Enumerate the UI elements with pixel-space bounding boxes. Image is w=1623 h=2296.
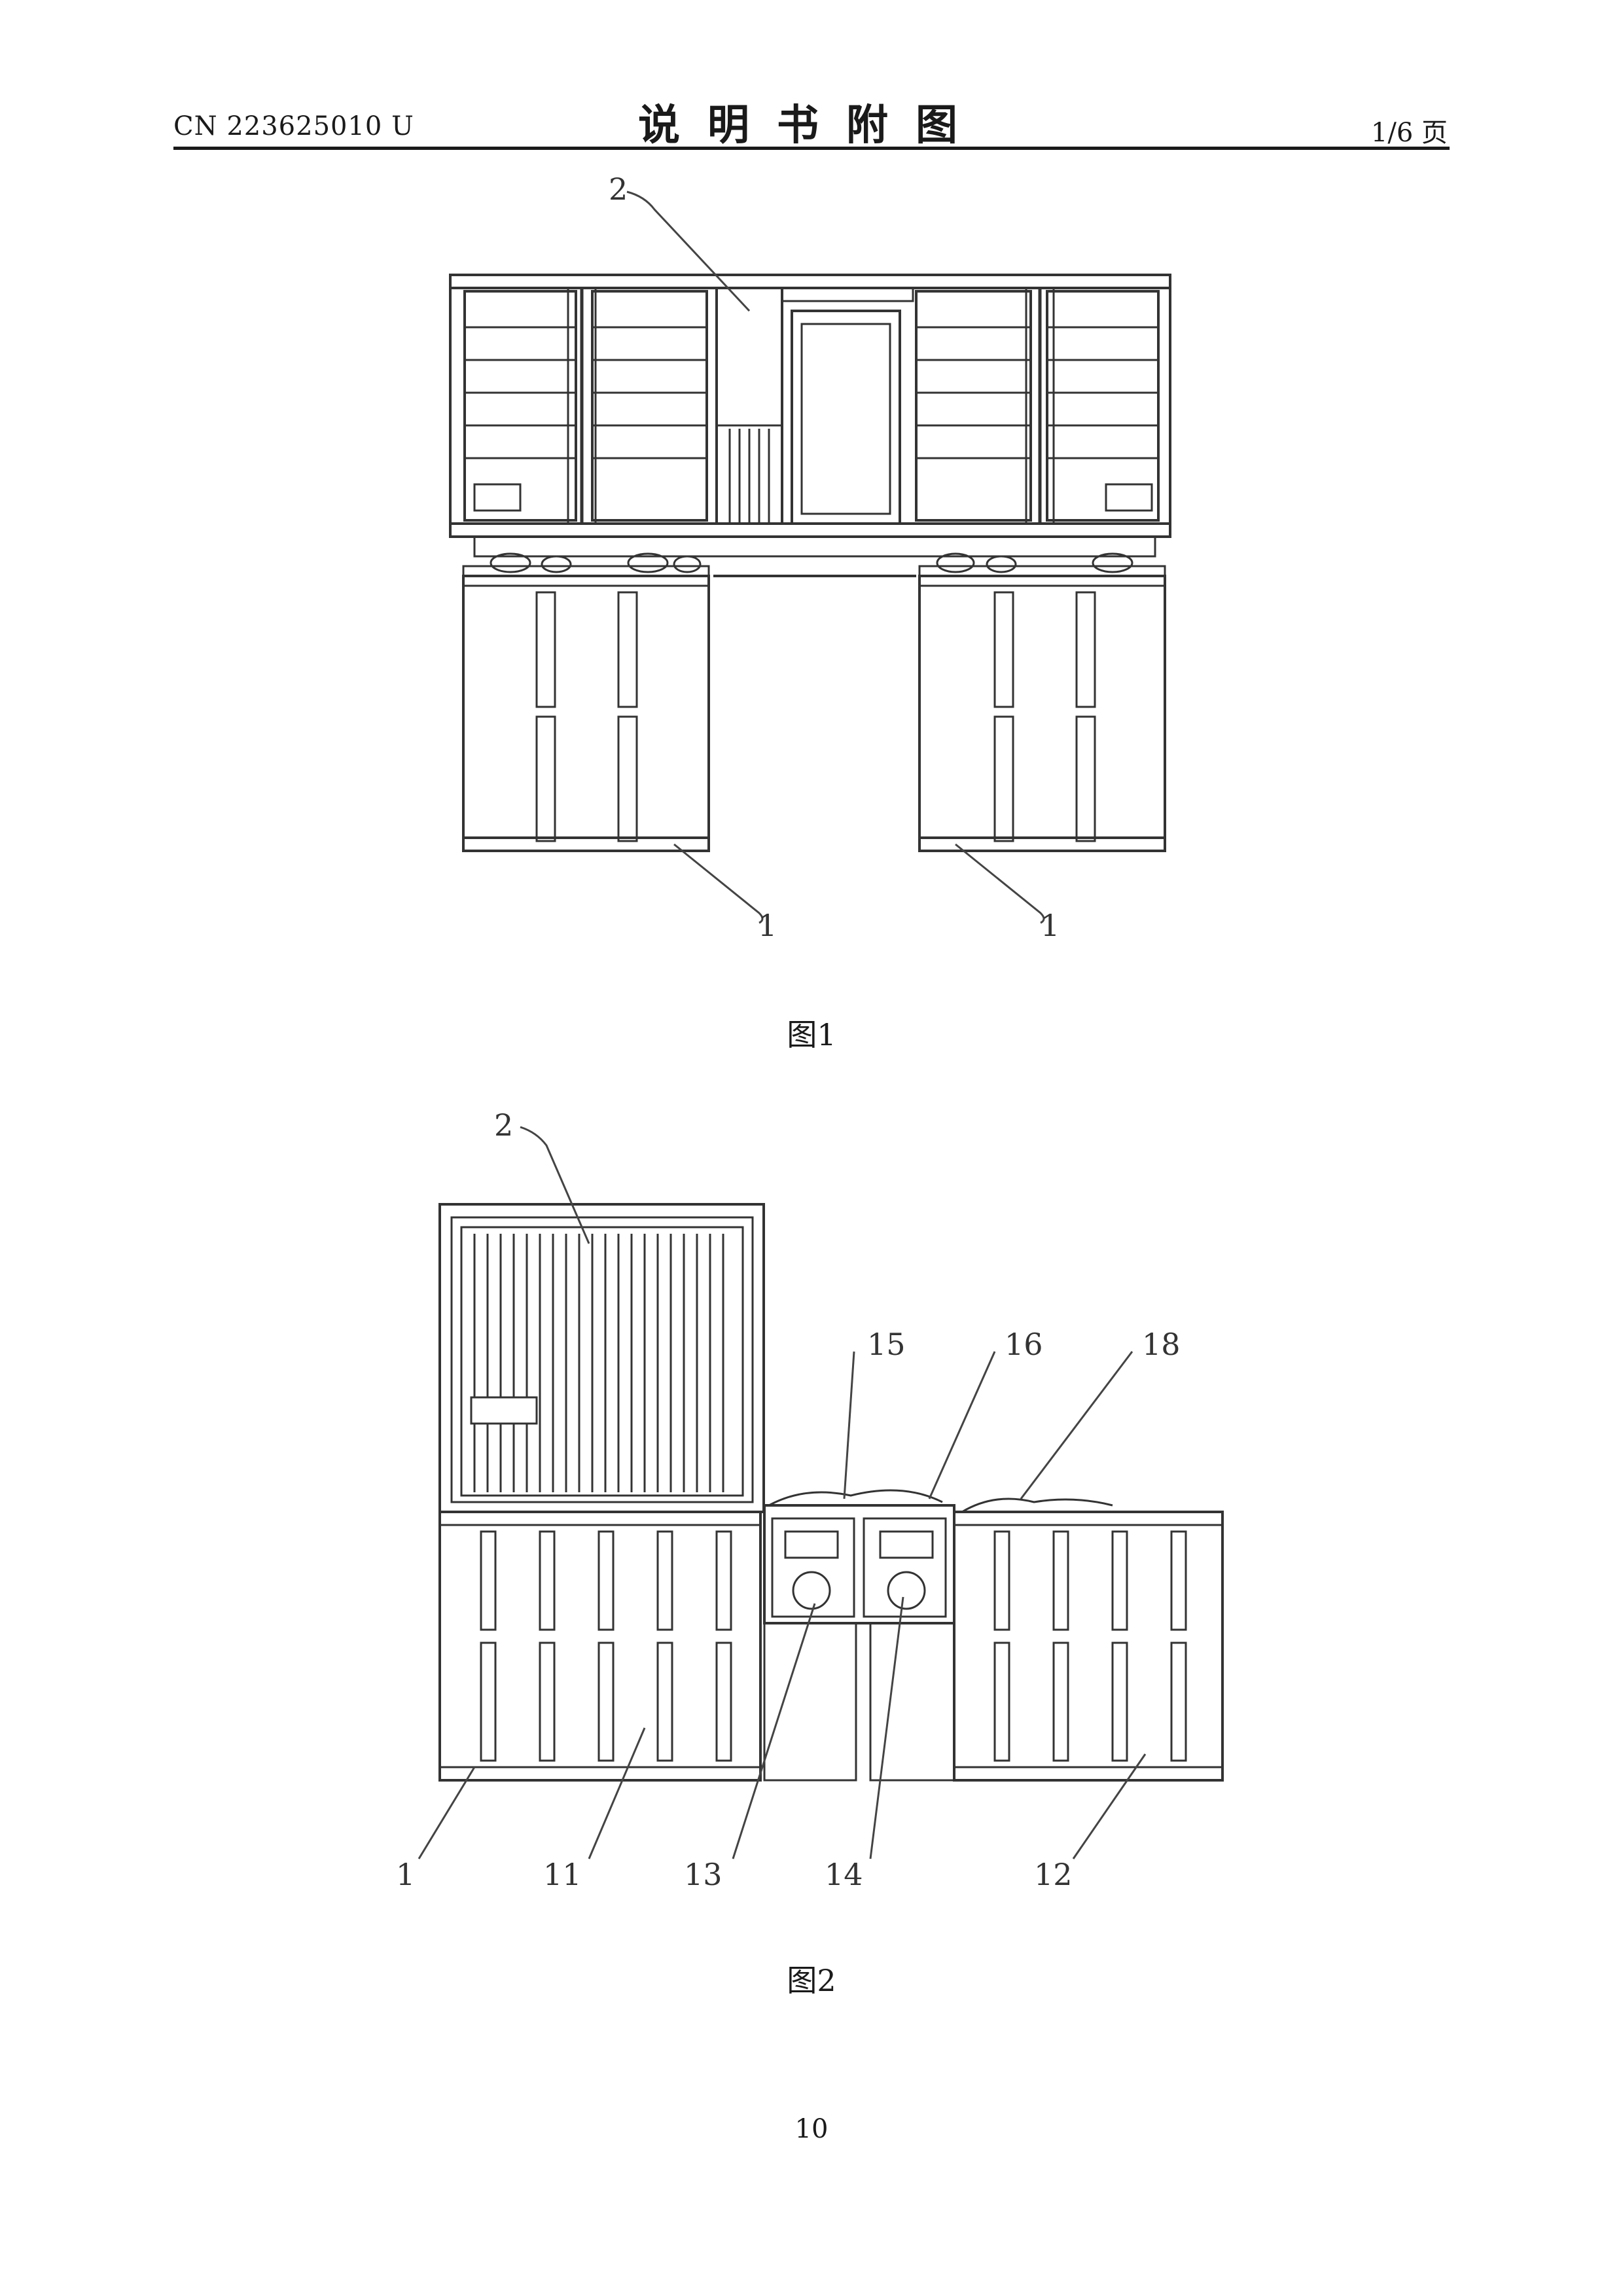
fig2-label-12: 12: [1034, 1857, 1073, 1892]
fig2-center-equipment: [764, 1505, 954, 1623]
fig2-label-16: 16: [1005, 1327, 1043, 1362]
fig1-cabin-body: [450, 275, 1170, 537]
fig2-label-cabin: 2: [494, 1107, 513, 1143]
figure-2-caption: 图2: [0, 1957, 1623, 2000]
fig1-center-door: [792, 311, 900, 524]
figure-1-caption: 图1: [0, 1011, 1623, 1054]
fig2-component-14: [888, 1572, 925, 1609]
fig2-cabin-vents: [474, 1234, 723, 1492]
fig2-label-15: 15: [867, 1327, 906, 1362]
fig1-door-panel: [916, 291, 1031, 520]
fig2-label-13: 13: [684, 1857, 722, 1892]
fig1-label-cabin: 2: [609, 171, 628, 207]
fig2-label-1: 1: [396, 1857, 415, 1892]
fig1-label-right-battery: 1: [1041, 908, 1060, 943]
fig1-left-battery-unit: [463, 576, 709, 851]
fig2-label-11: 11: [543, 1857, 582, 1892]
fig1-door-panel: [1047, 291, 1158, 520]
page-number: 10: [0, 2114, 1623, 2144]
fig1-right-battery-unit: [919, 576, 1165, 851]
fig2-label-18: 18: [1142, 1327, 1181, 1362]
fig2-battery-block-11: [440, 1512, 760, 1780]
fig2-label-14: 14: [825, 1857, 863, 1892]
fig1-label-left-battery: 1: [758, 908, 777, 943]
fig1-door-panel: [592, 291, 707, 520]
fig2-component-13: [793, 1572, 830, 1609]
